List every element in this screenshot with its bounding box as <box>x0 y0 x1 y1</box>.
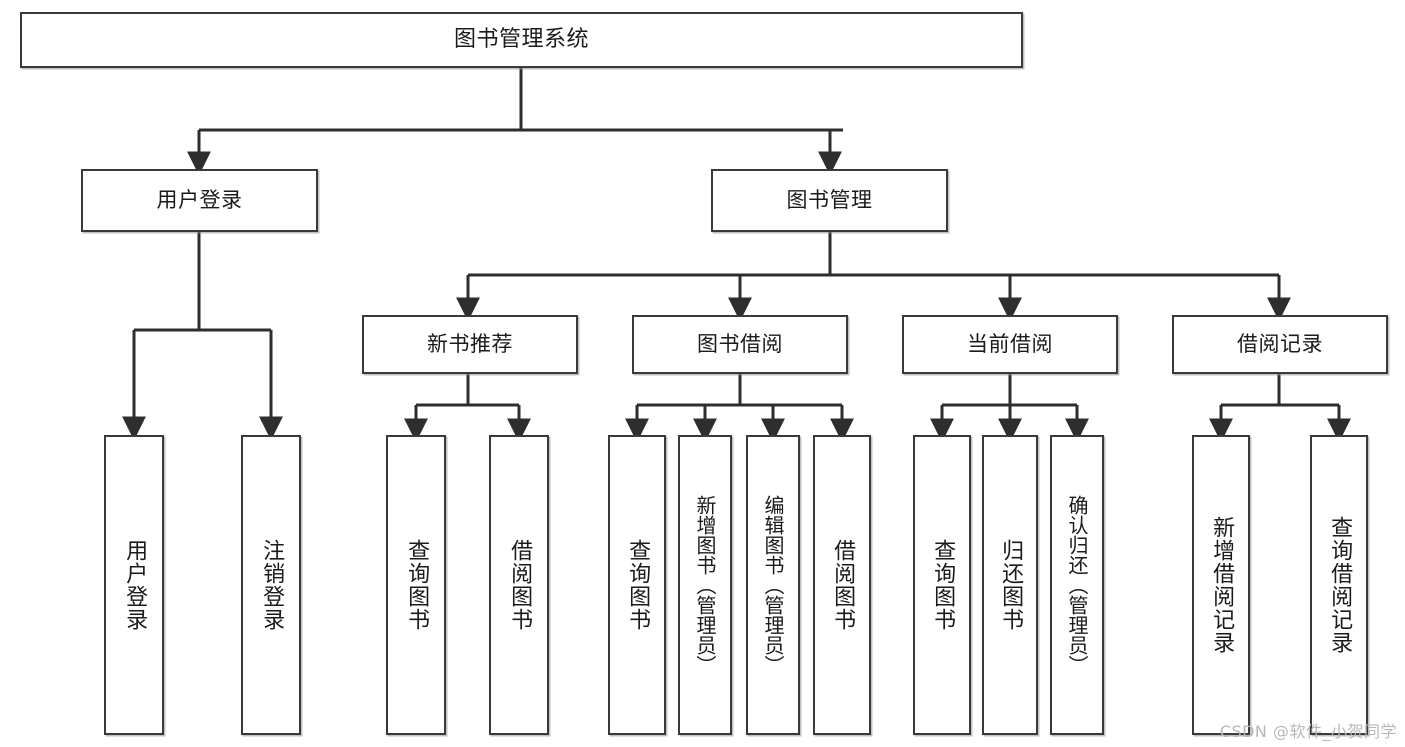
node-label: 查询图书 <box>625 539 651 631</box>
node-label: 当前借阅 <box>967 331 1053 356</box>
leaf-query-book-borrow[interactable]: 查询图书 <box>608 435 666 735</box>
node-label: 注销登录 <box>259 539 285 631</box>
node-label: 编辑图书（管理员） <box>761 495 785 675</box>
leaf-add-book-admin[interactable]: 新增图书（管理员） <box>678 435 732 735</box>
node-label: 查询图书 <box>404 539 430 631</box>
node-label: 用户登录 <box>122 539 148 631</box>
node-label: 查询借阅记录 <box>1327 516 1353 654</box>
node-book-management[interactable]: 图书管理 <box>711 169 948 232</box>
node-label: 图书借阅 <box>697 331 783 356</box>
leaf-query-book-current[interactable]: 查询图书 <box>913 435 971 735</box>
node-label: 用户登录 <box>156 187 243 212</box>
leaf-logout[interactable]: 注销登录 <box>241 435 301 735</box>
node-label: 新书推荐 <box>427 331 513 356</box>
leaf-query-borrow-record[interactable]: 查询借阅记录 <box>1310 435 1368 735</box>
leaf-borrow-book[interactable]: 借阅图书 <box>813 435 871 735</box>
node-label: 借阅记录 <box>1237 331 1323 356</box>
leaf-return-book[interactable]: 归还图书 <box>982 435 1038 735</box>
node-label: 新增图书（管理员） <box>693 495 717 675</box>
leaf-query-book-recommend[interactable]: 查询图书 <box>386 435 446 735</box>
node-label: 借阅图书 <box>830 539 856 631</box>
leaf-user-login[interactable]: 用户登录 <box>104 435 164 735</box>
node-label: 确认归还（管理员） <box>1065 495 1089 675</box>
node-label: 新增借阅记录 <box>1209 516 1235 654</box>
leaf-borrow-book-recommend[interactable]: 借阅图书 <box>489 435 549 735</box>
leaf-add-borrow-record[interactable]: 新增借阅记录 <box>1192 435 1250 735</box>
node-borrow-records[interactable]: 借阅记录 <box>1172 315 1388 374</box>
node-label: 查询图书 <box>930 539 956 631</box>
csdn-watermark: CSDN @软件_小贺同学 <box>1219 722 1397 741</box>
node-current-borrow[interactable]: 当前借阅 <box>902 315 1118 374</box>
node-book-borrow[interactable]: 图书借阅 <box>632 315 848 374</box>
node-label: 归还图书 <box>998 539 1024 631</box>
node-new-book-recommend[interactable]: 新书推荐 <box>362 315 578 374</box>
node-label: 图书管理系统 <box>453 26 589 52</box>
node-user-login[interactable]: 用户登录 <box>81 169 318 232</box>
leaf-confirm-return-admin[interactable]: 确认归还（管理员） <box>1050 435 1104 735</box>
node-root-system[interactable]: 图书管理系统 <box>20 12 1023 68</box>
node-label: 图书管理 <box>786 187 873 212</box>
node-label: 借阅图书 <box>507 539 533 631</box>
leaf-edit-book-admin[interactable]: 编辑图书（管理员） <box>746 435 800 735</box>
